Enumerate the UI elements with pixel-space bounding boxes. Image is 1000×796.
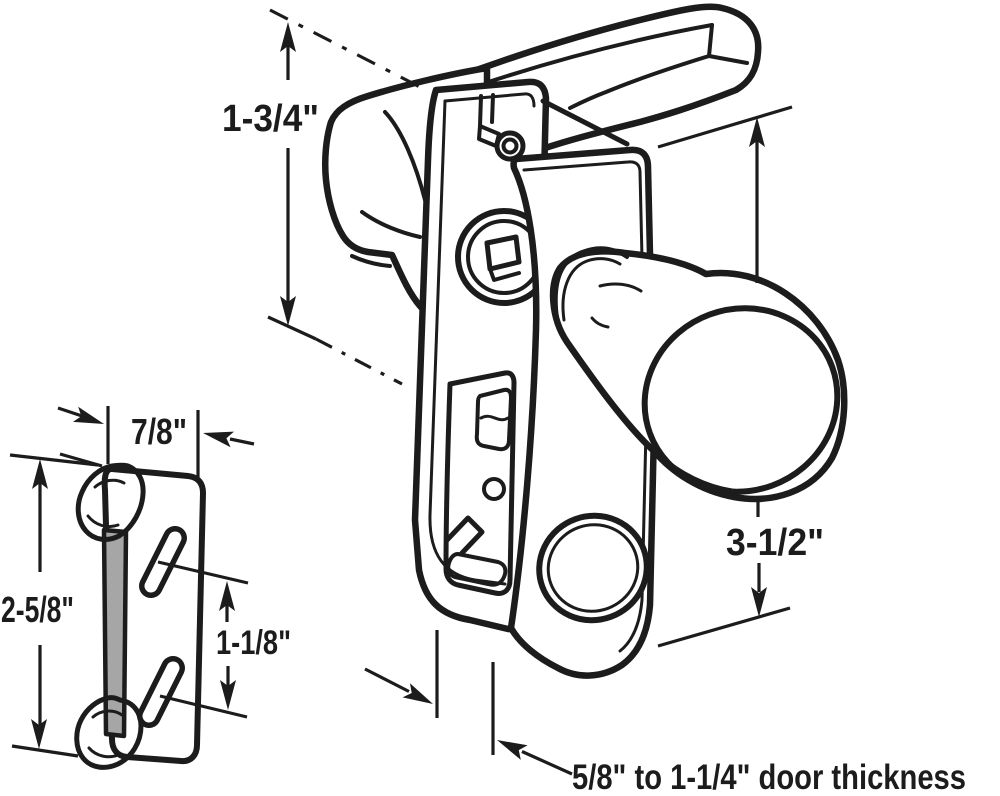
dim-slot-spacing-label: 1-1/8"	[216, 624, 291, 662]
dim-strike-height-label: 2-5/8"	[1, 589, 74, 630]
dim-handle-height-label: 1-3/4"	[222, 98, 319, 140]
leader-lower-slot	[159, 694, 248, 719]
dimension-annotations: 1-3/4" 3-1/2" 7/8"	[1, 8, 966, 796]
strike-hook-bottom-fold-1	[91, 709, 124, 719]
strike-rubber-strip	[101, 527, 129, 739]
strike-hook-bottom	[74, 695, 144, 770]
strike-hook-bottom-fold-2	[87, 746, 120, 759]
arrowhead-down	[220, 680, 236, 710]
dim-latch-height: 3-1/2"	[657, 105, 824, 648]
tail-right	[521, 750, 573, 776]
dim-strike-width: 7/8"	[57, 406, 255, 477]
lever-shoulder-edge	[540, 98, 630, 147]
arrowhead-up	[219, 581, 235, 611]
dim-door-thickness: 5/8" to 1-1/4" door thickness	[364, 630, 966, 796]
strike-hook-top	[75, 462, 146, 542]
latch-bolt-bar	[446, 552, 508, 587]
exterior-knob	[549, 246, 848, 503]
arrowhead-up	[749, 117, 765, 147]
screw-head	[494, 130, 526, 162]
knob-rim-highlight	[658, 453, 734, 492]
arrowhead-up	[280, 22, 296, 52]
bracket-base-edge	[350, 254, 392, 268]
lever-top-ridge	[468, 23, 714, 90]
dim-handle-height: 1-3/4"	[222, 8, 421, 386]
knob-face	[641, 305, 841, 495]
leader-upper-slot	[157, 560, 249, 585]
screw-post	[478, 93, 495, 128]
extension-bottom-solid	[267, 315, 317, 341]
tail-left	[364, 667, 410, 693]
latch-cam	[474, 387, 513, 452]
strike-plate	[74, 462, 206, 770]
cylinder-hole-outer	[536, 512, 650, 624]
dim-line	[225, 603, 230, 688]
cylinder-hole-inner	[546, 523, 640, 613]
interior-plate-inner-top	[443, 92, 536, 108]
dim-line	[755, 139, 761, 592]
knob-neck-tick	[590, 316, 610, 329]
tail-left	[57, 406, 83, 418]
knob-flange-ring-2	[553, 246, 629, 320]
latch-screw-hole	[482, 477, 506, 501]
latch-bolt-edge	[444, 515, 485, 556]
strike-hook-top-fold-1	[93, 478, 126, 489]
arrowhead-left	[203, 431, 234, 448]
knob-flange-ring-3	[561, 257, 622, 322]
arrowhead-down	[280, 296, 296, 326]
arrowhead-right	[73, 406, 104, 424]
tail-right	[229, 437, 255, 446]
extension-top	[657, 105, 793, 149]
extension-top	[9, 453, 99, 467]
arrowhead-left	[402, 683, 433, 704]
dim-slot-spacing: 1-1/8"	[157, 560, 291, 719]
extension-bottom	[657, 606, 791, 648]
spindle-square-depth	[488, 267, 521, 282]
arrowhead-right	[497, 740, 528, 760]
arrowhead-down	[31, 719, 47, 749]
dim-strike-width-label: 7/8"	[131, 411, 187, 452]
strike-slot-lower-fill	[142, 661, 180, 723]
bracket-fold-line	[383, 110, 427, 202]
arrowhead-down	[751, 587, 767, 617]
dim-latch-height-label: 3-1/2"	[726, 522, 824, 564]
centerline-bottom	[315, 337, 403, 386]
lever-hook-inner-edge	[568, 54, 711, 110]
dim-strike-height: 2-5/8"	[1, 453, 99, 758]
centerline-top	[269, 8, 421, 89]
latch-cam-curve	[479, 414, 510, 422]
latch-cutout	[443, 370, 517, 596]
strike-hook-top-fold-2	[86, 514, 120, 529]
door-thickness-label: 5/8" to 1-1/4" door thickness	[572, 758, 966, 796]
screw-head-center	[501, 137, 519, 155]
extension-bottom	[11, 744, 79, 758]
arrowhead-up	[32, 459, 48, 489]
spindle-square	[484, 234, 522, 272]
bracket-lower-arc	[360, 210, 422, 239]
knob-neck-highlight	[598, 282, 643, 293]
